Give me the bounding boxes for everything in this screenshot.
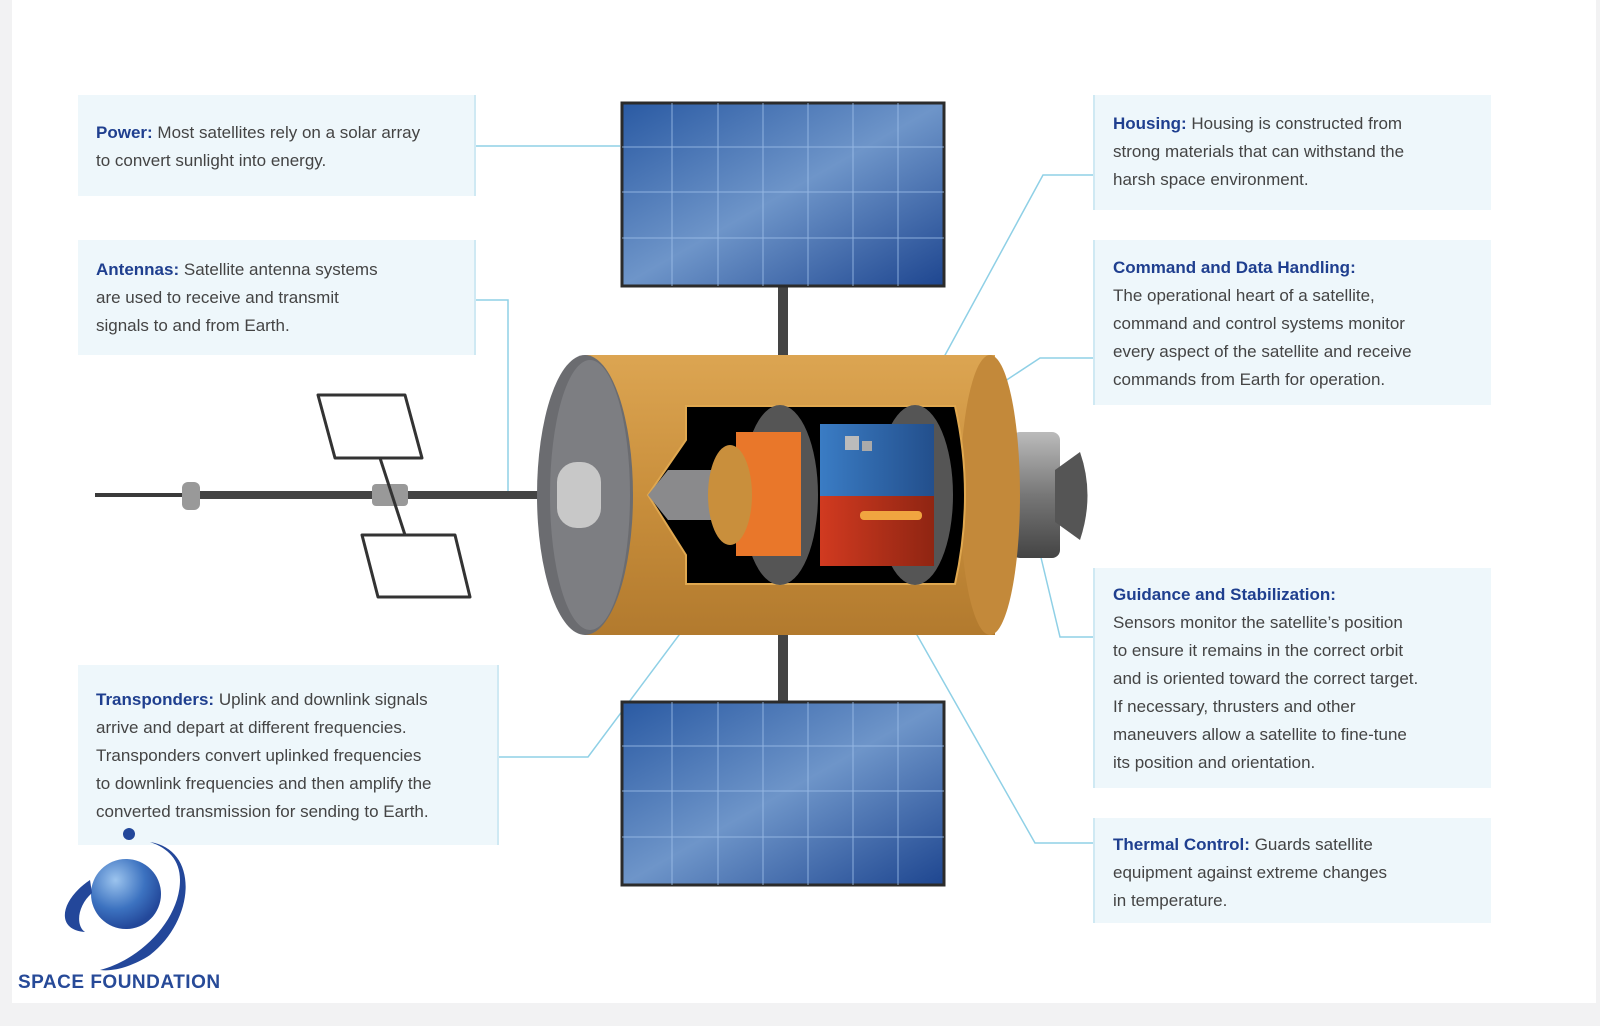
antenna bbox=[95, 393, 570, 599]
callout-power: Power: Most satellites rely on a solar a… bbox=[78, 95, 476, 196]
thruster bbox=[1012, 432, 1088, 558]
callout-line: maneuvers allow a satellite to fine-tune bbox=[1113, 725, 1407, 744]
callout-thermal-control: Thermal Control: Guards satellite equipm… bbox=[1093, 818, 1491, 923]
callout-title: Transponders: bbox=[96, 690, 215, 709]
callout-line: signals to and from Earth. bbox=[96, 316, 290, 335]
callout-line: If necessary, thrusters and other bbox=[1113, 697, 1356, 716]
callout-line: arrive and depart at different frequenci… bbox=[96, 718, 407, 737]
callout-line: Guards satellite bbox=[1254, 835, 1373, 854]
callout-title: Command and Data Handling: bbox=[1113, 258, 1356, 277]
lower-mast bbox=[778, 630, 788, 705]
callout-line: to downlink frequencies and then amplify… bbox=[96, 774, 432, 793]
callout-line: and is oriented toward the correct targe… bbox=[1113, 669, 1419, 688]
solar-panel-top bbox=[620, 101, 946, 288]
space-foundation-logo-text: SPACE FOUNDATION bbox=[18, 972, 221, 993]
callout-line: Uplink and downlink signals bbox=[218, 690, 428, 709]
callout-title: Power: bbox=[96, 123, 153, 142]
callout-housing: Housing: Housing is constructed from str… bbox=[1093, 95, 1491, 210]
callout-command-data-handling: Command and Data Handling: The operation… bbox=[1093, 240, 1491, 405]
callout-line: every aspect of the satellite and receiv… bbox=[1113, 342, 1412, 361]
callout-line: commands from Earth for operation. bbox=[1113, 370, 1386, 389]
callout-line: The operational heart of a satellite, bbox=[1113, 286, 1375, 305]
solar-panel-bottom bbox=[620, 700, 946, 887]
callout-line: Housing is constructed from bbox=[1191, 114, 1403, 133]
callout-line: Sensors monitor the satellite’s position bbox=[1113, 613, 1403, 632]
callout-line: to convert sunlight into energy. bbox=[96, 151, 327, 170]
callout-title: Antennas: bbox=[96, 260, 180, 279]
housing bbox=[537, 355, 1020, 635]
upper-mast bbox=[778, 285, 788, 380]
callout-transponders: Transponders: Uplink and downlink signal… bbox=[78, 665, 499, 845]
callout-line: command and control systems monitor bbox=[1113, 314, 1405, 333]
callout-line: converted transmission for sending to Ea… bbox=[96, 802, 429, 821]
callout-line: Satellite antenna systems bbox=[183, 260, 378, 279]
callout-line: equipment against extreme changes bbox=[1113, 863, 1388, 882]
callout-line: are used to receive and transmit bbox=[96, 288, 339, 307]
leader-lines bbox=[476, 145, 1093, 844]
callout-guidance-stabilization: Guidance and Stabilization: Sensors moni… bbox=[1093, 568, 1491, 788]
callout-antennas: Antennas: Satellite antenna systems are … bbox=[78, 240, 476, 355]
callout-line: strong materials that can withstand the bbox=[1113, 142, 1405, 161]
callout-line: its position and orientation. bbox=[1113, 753, 1316, 772]
callout-line: harsh space environment. bbox=[1113, 170, 1309, 189]
callout-title: Housing: bbox=[1113, 114, 1187, 133]
callout-line: to ensure it remains in the correct orbi… bbox=[1113, 641, 1404, 660]
callout-title: Guidance and Stabilization: bbox=[1113, 585, 1336, 604]
callout-line: Most satellites rely on a solar array bbox=[157, 123, 421, 142]
callout-line: in temperature. bbox=[1113, 891, 1228, 910]
callout-title: Thermal Control: bbox=[1113, 835, 1250, 854]
callout-line: Transponders convert uplinked frequencie… bbox=[96, 746, 422, 765]
